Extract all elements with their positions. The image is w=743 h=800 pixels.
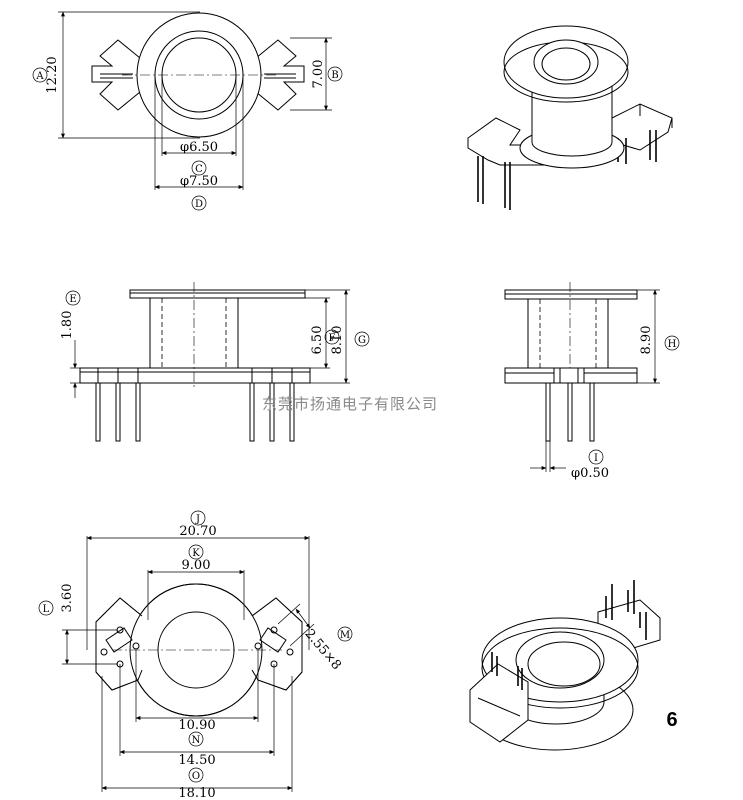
label-l-circle	[38, 600, 54, 616]
front-view: 1.80 E 6.50 F 8.10 G	[60, 282, 370, 442]
label-a: A	[35, 71, 44, 82]
label-g-circle	[354, 331, 370, 347]
label-i-circle	[588, 449, 604, 465]
label-b-circle	[327, 66, 343, 82]
label-e-circle	[65, 290, 81, 306]
front-bottom-flange	[79, 367, 311, 384]
label-m: M	[340, 630, 350, 641]
label-o: O	[192, 771, 200, 782]
isometric-view-top	[467, 25, 673, 210]
label-h: H	[668, 339, 677, 350]
bottom-view: 20.70 J 9.00 K 3.60 L 2.55×8 M 10.90 N	[38, 510, 353, 800]
label-c-circle	[191, 160, 207, 176]
dim-h-value: 8.90	[639, 326, 654, 355]
label-n-circle	[188, 731, 204, 747]
front-pins	[95, 368, 295, 442]
label-c: C	[195, 164, 203, 175]
label-g: G	[358, 335, 366, 346]
label-o-circle	[188, 767, 204, 783]
label-e: E	[69, 294, 76, 305]
label-m-circle	[337, 626, 353, 642]
top-view: 12.20 A 7.00 B φ6.50 C φ7.50 D	[32, 11, 343, 211]
iso2-left-tab	[469, 652, 529, 743]
label-k: K	[192, 548, 200, 559]
dim-l-value: 3.60	[60, 584, 75, 613]
label-h-circle	[664, 335, 680, 351]
dim-n-value: 14.50	[178, 753, 215, 768]
page-number: 6	[666, 709, 677, 731]
label-j: J	[195, 514, 200, 525]
dim-g-value: 8.10	[330, 326, 345, 355]
dim-f-value: 6.50	[310, 326, 325, 355]
label-d: D	[195, 199, 203, 210]
label-b: B	[331, 70, 338, 81]
dim-a-value: 12.20	[45, 56, 60, 93]
dim-c-value: φ6.50	[180, 140, 218, 155]
dim-e-value: 1.80	[60, 311, 75, 340]
dim-inner-value: 10.90	[178, 718, 215, 733]
label-i: I	[594, 453, 598, 464]
label-l: L	[43, 604, 50, 615]
label-j-circle	[190, 510, 206, 526]
side-view: 8.90 H I φ0.50	[504, 282, 680, 481]
dim-i-value: φ0.50	[571, 466, 609, 481]
side-pins	[545, 367, 595, 442]
dim-o-value: 18.10	[178, 786, 215, 800]
label-f-circle	[324, 329, 340, 345]
label-a-circle	[32, 67, 48, 83]
company-watermark: 东莞市扬通电子有限公司	[262, 395, 438, 413]
dim-b-value: 7.00	[311, 60, 326, 89]
label-n: N	[192, 735, 201, 746]
label-d-circle	[191, 195, 207, 211]
dim-k-value: 9.00	[182, 558, 211, 573]
front-top-flange	[129, 289, 306, 299]
isometric-view-bottom	[469, 580, 661, 751]
dim-d-value: φ7.50	[180, 174, 218, 189]
iso1-pins	[477, 130, 657, 210]
label-k-circle	[188, 544, 204, 560]
dim-j-value: 20.70	[179, 524, 216, 539]
label-f: F	[329, 333, 336, 344]
dim-m-value: 2.55×8	[301, 627, 343, 673]
